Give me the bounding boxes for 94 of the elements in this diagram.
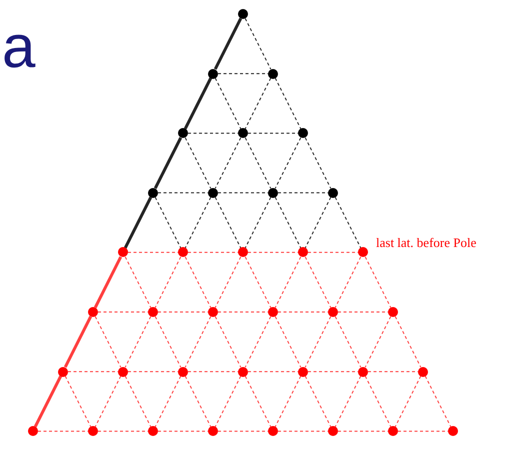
lattice-point bbox=[358, 247, 368, 258]
dashed-line bbox=[124, 256, 152, 308]
dashed-line bbox=[244, 256, 272, 308]
dashed-line bbox=[244, 196, 272, 248]
lattice-point bbox=[238, 9, 248, 19]
lattice-point bbox=[238, 247, 248, 258]
boundary-line bbox=[214, 18, 242, 70]
lattice-point bbox=[298, 128, 308, 138]
dashed-line bbox=[184, 376, 212, 428]
dashed-line bbox=[334, 376, 362, 428]
lattice-point bbox=[268, 68, 278, 79]
lattice-point bbox=[148, 426, 158, 436]
dashed-line bbox=[184, 196, 212, 248]
dashed-line bbox=[214, 316, 242, 368]
lattice-point bbox=[358, 366, 368, 377]
dashed-line bbox=[214, 78, 242, 130]
dashed-line bbox=[424, 376, 452, 428]
dashed-line bbox=[364, 376, 392, 428]
boundary-line bbox=[34, 375, 62, 428]
lattice-point bbox=[208, 68, 218, 79]
dashed-line bbox=[334, 256, 362, 308]
dashed-line bbox=[304, 376, 332, 428]
dashed-line bbox=[274, 78, 302, 130]
dashed-line bbox=[334, 316, 362, 368]
dashed-line bbox=[334, 196, 362, 248]
lattice-point bbox=[418, 366, 428, 377]
dashed-line bbox=[364, 316, 392, 368]
dashed-line bbox=[304, 137, 332, 189]
lattice-point bbox=[118, 247, 128, 258]
lattice-point bbox=[208, 426, 218, 436]
lattice-point bbox=[88, 426, 98, 436]
lattice-point bbox=[448, 426, 458, 436]
lattice-point bbox=[328, 426, 338, 436]
dashed-line bbox=[304, 196, 332, 248]
lattice-point bbox=[118, 366, 128, 377]
dashed-line bbox=[124, 376, 152, 428]
dashed-line bbox=[214, 137, 242, 189]
dashed-line bbox=[244, 316, 272, 368]
dashed-line bbox=[274, 376, 302, 428]
lattice-point bbox=[388, 426, 398, 436]
lattice-point bbox=[148, 188, 158, 198]
lattice-point bbox=[178, 128, 188, 138]
dashed-line bbox=[124, 316, 152, 368]
boundary-line bbox=[184, 77, 212, 130]
dashed-line bbox=[244, 18, 272, 70]
lattice-point bbox=[28, 426, 38, 436]
dashed-line bbox=[94, 376, 122, 428]
dashed-line bbox=[184, 256, 212, 308]
dashed-line bbox=[214, 376, 242, 428]
dashed-line bbox=[94, 316, 122, 368]
lattice-point bbox=[208, 307, 218, 317]
lattice-point bbox=[268, 188, 278, 198]
lattice-point bbox=[238, 366, 248, 377]
lattice-point bbox=[148, 307, 158, 317]
dashed-line bbox=[274, 196, 302, 248]
lattice-point bbox=[178, 366, 188, 377]
lattice-point bbox=[178, 247, 188, 258]
lattice-point bbox=[298, 366, 308, 377]
dashed-line bbox=[154, 196, 182, 248]
dashed-line bbox=[244, 78, 272, 130]
boundary-line bbox=[64, 316, 92, 368]
dashed-line bbox=[274, 256, 302, 308]
heading-fragment: a bbox=[2, 12, 36, 81]
dashed-line bbox=[364, 256, 392, 308]
boundary-line bbox=[154, 137, 182, 189]
dashed-line bbox=[184, 137, 212, 189]
lattice-point bbox=[268, 307, 278, 317]
dashed-line bbox=[274, 316, 302, 368]
row-label: last lat. before Pole bbox=[376, 235, 476, 251]
dashed-line bbox=[154, 316, 182, 368]
dashed-line bbox=[274, 137, 302, 189]
dashed-line bbox=[64, 376, 92, 428]
lattice-point bbox=[88, 307, 98, 317]
lattice-point bbox=[328, 188, 338, 198]
boundary-line bbox=[94, 256, 122, 308]
lattice-point bbox=[388, 307, 398, 317]
dashed-line bbox=[184, 316, 212, 368]
lattice-point bbox=[208, 188, 218, 198]
boundary-line bbox=[124, 196, 152, 249]
dashed-line bbox=[154, 376, 182, 428]
lattice-point bbox=[268, 426, 278, 436]
dashed-line bbox=[244, 137, 272, 189]
dashed-line bbox=[154, 256, 182, 308]
dashed-line bbox=[214, 256, 242, 308]
dashed-line bbox=[244, 376, 272, 428]
dashed-line bbox=[304, 316, 332, 368]
dashed-line bbox=[214, 196, 242, 248]
lattice-point bbox=[238, 128, 248, 138]
lattice-point bbox=[58, 366, 68, 377]
dashed-line bbox=[394, 376, 422, 428]
lattice-point bbox=[328, 307, 338, 317]
dashed-line bbox=[304, 256, 332, 308]
lattice-point bbox=[298, 247, 308, 258]
dashed-line bbox=[394, 316, 422, 368]
